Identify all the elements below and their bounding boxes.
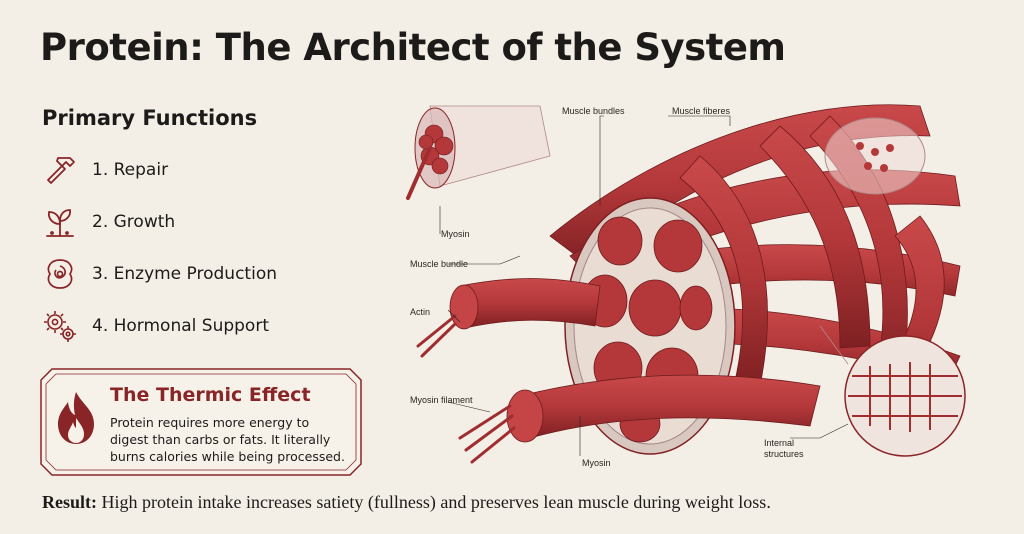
result-label: Result: bbox=[42, 492, 97, 512]
card-frame bbox=[40, 368, 362, 476]
function-label: 3. Enzyme Production bbox=[92, 264, 277, 284]
function-item-enzyme: 3. Enzyme Production bbox=[40, 248, 360, 300]
primary-functions-heading: Primary Functions bbox=[42, 106, 258, 130]
thermic-effect-card: The Thermic Effect Protein requires more… bbox=[40, 368, 362, 476]
label-muscle-bundle: Muscle bundle bbox=[410, 259, 469, 269]
label-myosin-top: Myosin bbox=[441, 229, 470, 239]
flame-icon bbox=[58, 392, 94, 444]
result-statement: Result: High protein intake increases sa… bbox=[42, 492, 771, 513]
function-item-growth: 2. Growth bbox=[40, 196, 360, 248]
gears-icon bbox=[44, 311, 76, 342]
label-actin: Actin bbox=[410, 307, 431, 317]
inset-top-left bbox=[406, 105, 551, 200]
inset-right bbox=[819, 117, 966, 457]
function-item-hormonal: 4. Hormonal Support bbox=[40, 300, 360, 352]
enzyme-icon bbox=[47, 259, 73, 289]
primary-functions-list: 1. Repair 2. Growth 3. Enzyme Production bbox=[40, 144, 360, 352]
fiber-bundles bbox=[449, 278, 821, 443]
muscle-illustration bbox=[406, 104, 966, 464]
label-myosin-bottom: Myosin bbox=[582, 458, 611, 468]
result-text: High protein intake increases satiety (f… bbox=[97, 492, 771, 512]
hammer-icon bbox=[47, 157, 75, 184]
page-title: Protein: The Architect of the System bbox=[40, 26, 786, 69]
label-internal-structures: Internal structures bbox=[764, 438, 804, 459]
thermic-effect-title: The Thermic Effect bbox=[110, 384, 311, 406]
function-label: 1. Repair bbox=[92, 160, 169, 180]
label-myosin-filament: Myosin filament bbox=[410, 395, 473, 405]
label-muscle-fibres: Muscle fiberes bbox=[672, 106, 731, 116]
sprout-icon bbox=[46, 209, 74, 237]
label-muscle-bundles: Muscle bundles bbox=[562, 106, 625, 116]
function-item-repair: 1. Repair bbox=[40, 144, 360, 196]
thermic-effect-body: Protein requires more energy to digest t… bbox=[110, 415, 345, 464]
myosin-filaments bbox=[416, 314, 516, 464]
function-label: 4. Hormonal Support bbox=[92, 316, 269, 336]
function-label: 2. Growth bbox=[92, 212, 176, 232]
